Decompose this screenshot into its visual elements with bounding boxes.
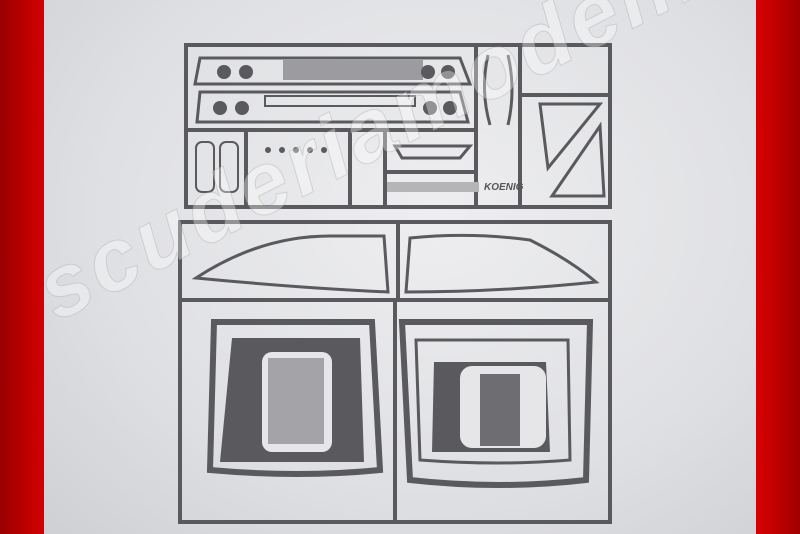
grille-panels [220, 338, 550, 462]
lower-fret [178, 220, 612, 524]
red-backdrop-right [756, 0, 800, 534]
fret-marking: KOENIG [484, 182, 524, 193]
round-light-rings [213, 65, 457, 153]
upper-fret [184, 43, 612, 209]
red-backdrop-left [0, 0, 44, 534]
